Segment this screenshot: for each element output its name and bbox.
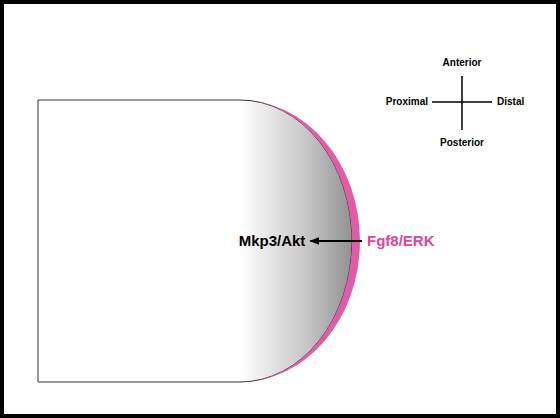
axis-label: Distal bbox=[497, 96, 524, 108]
signal-text: Mkp3/Akt bbox=[239, 232, 306, 250]
axis-label: Posterior bbox=[440, 137, 484, 149]
axis-label: Proximal bbox=[386, 96, 428, 108]
compass-line bbox=[461, 76, 463, 130]
signal-arrow bbox=[310, 240, 362, 242]
signal-label: Fgf8/ERK bbox=[364, 230, 438, 252]
compass-line bbox=[432, 101, 492, 103]
axis-label: Anterior bbox=[443, 57, 482, 69]
signal-label: Mkp3/Akt bbox=[236, 230, 309, 252]
limb-bud bbox=[38, 100, 352, 382]
signal-text: Fgf8/ERK bbox=[367, 232, 435, 250]
